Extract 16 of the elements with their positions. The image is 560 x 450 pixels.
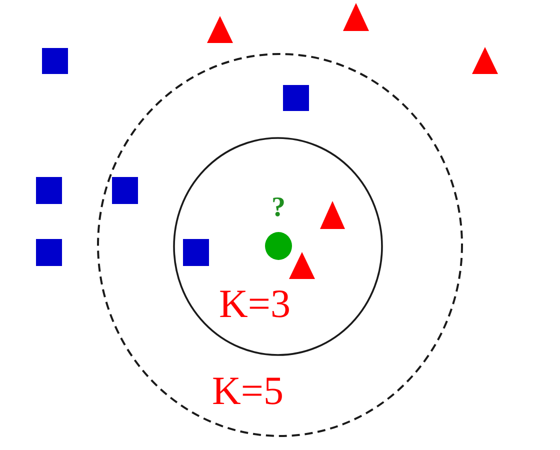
triangle-icon bbox=[289, 252, 315, 279]
square-icon bbox=[183, 239, 209, 266]
triangle-icon bbox=[343, 3, 369, 31]
square-icon bbox=[36, 239, 62, 266]
square-icon bbox=[42, 48, 68, 74]
square-icon bbox=[283, 85, 309, 111]
triangle-icon bbox=[320, 201, 345, 229]
k-value-label: K=3 bbox=[219, 284, 290, 324]
square-icon bbox=[112, 177, 138, 204]
question-mark-label: ? bbox=[272, 194, 286, 222]
square-icon bbox=[36, 177, 62, 204]
triangle-icon bbox=[472, 47, 498, 74]
triangle-icon bbox=[207, 16, 233, 43]
k-value-label: K=5 bbox=[212, 371, 284, 411]
circle-outline bbox=[173, 137, 383, 356]
dashed-circle-outline bbox=[97, 53, 463, 437]
